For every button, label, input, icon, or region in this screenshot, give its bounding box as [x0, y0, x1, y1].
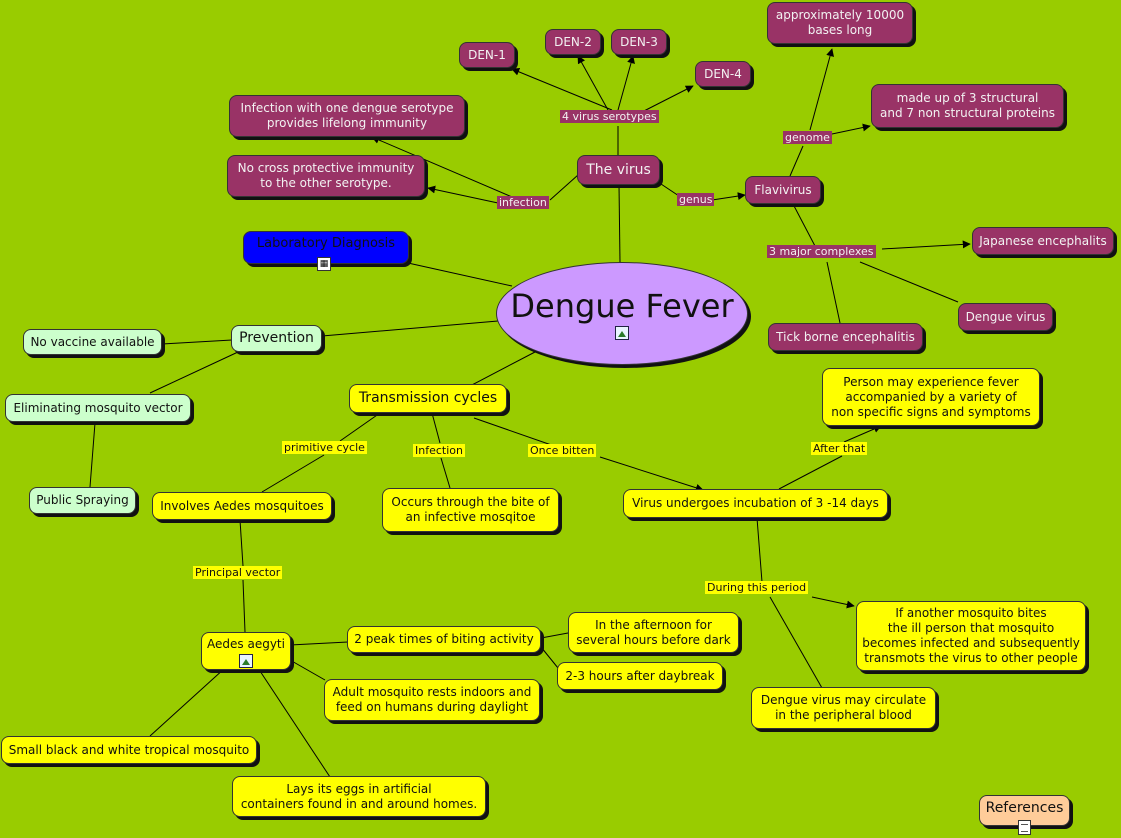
link-label-once-bitten: Once bitten [528, 444, 597, 457]
node-afternoon[interactable]: In the afternoon for several hours befor… [568, 612, 739, 653]
node-public-spraying[interactable]: Public Spraying [29, 487, 136, 514]
node-den-2[interactable]: DEN-2 [545, 29, 601, 55]
node-incubation[interactable]: Virus undergoes incubation of 3 -14 days [623, 489, 888, 518]
node-aedes-aegyti[interactable]: Aedes aegyti [201, 632, 291, 670]
node-circulate-blood[interactable]: Dengue virus may circulate in the periph… [751, 687, 936, 729]
node-dengue-virus[interactable]: Dengue virus [958, 303, 1053, 331]
node-another-mosquito[interactable]: If another mosquito bites the ill person… [856, 601, 1086, 671]
node-den-3[interactable]: DEN-3 [611, 29, 667, 55]
node-eliminating-vector[interactable]: Eliminating mosquito vector [5, 394, 191, 422]
link-label-infection-transmission: Infection [413, 444, 465, 457]
document-icon[interactable] [1018, 820, 1031, 835]
link-label-genome: genome [783, 131, 832, 144]
node-person-fever[interactable]: Person may experience fever accompanied … [822, 368, 1040, 426]
node-lays-eggs[interactable]: Lays its eggs in artificial containers f… [232, 776, 486, 817]
link-label-infection: infection [497, 196, 549, 209]
node-proteins[interactable]: made up of 3 structural and 7 non struct… [871, 84, 1064, 128]
node-prevention[interactable]: Prevention [231, 325, 322, 352]
node-involves-aedes[interactable]: Involves Aedes mosquitoes [152, 492, 332, 520]
link-label-principal-vector: Principal vector [193, 566, 283, 579]
node-small-black-white[interactable]: Small black and white tropical mosquito [1, 736, 257, 764]
node-lifelong-immunity[interactable]: Infection with one dengue serotype provi… [229, 95, 465, 137]
tree-icon[interactable]: ▦ [317, 257, 331, 271]
central-topic-dengue-fever[interactable]: Dengue Fever [496, 262, 748, 365]
node-transmission-cycles[interactable]: Transmission cycles [349, 384, 507, 413]
link-label-primitive-cycle: primitive cycle [282, 441, 367, 454]
node-rests-indoors[interactable]: Adult mosquito rests indoors and feed on… [324, 679, 540, 721]
link-label-after-that: After that [811, 442, 868, 455]
image-icon[interactable] [239, 654, 253, 668]
node-den-1[interactable]: DEN-1 [459, 42, 515, 68]
link-label-serotypes: 4 virus serotypes [560, 110, 659, 123]
node-the-virus[interactable]: The virus [577, 155, 660, 185]
node-no-vaccine[interactable]: No vaccine available [23, 329, 162, 355]
node-tick-borne[interactable]: Tick borne encephalitis [768, 323, 923, 351]
node-peak-times[interactable]: 2 peak times of biting activity [347, 626, 541, 653]
link-label-during-period: During this period [705, 581, 809, 594]
node-no-cross-immunity[interactable]: No cross protective immunity to the othe… [227, 155, 425, 197]
link-label-complexes: 3 major complexes [767, 245, 876, 258]
central-topic-title: Dengue Fever [510, 286, 734, 325]
node-daybreak[interactable]: 2-3 hours after daybreak [557, 662, 723, 690]
node-japanese-encephalitis[interactable]: Japanese encephalits [972, 227, 1114, 255]
node-flavivirus[interactable]: Flavivirus [745, 176, 821, 204]
node-bases-long[interactable]: approximately 10000 bases long [767, 2, 913, 44]
node-occurs-bite[interactable]: Occurs through the bite of an infective … [382, 488, 559, 532]
image-icon[interactable] [615, 325, 629, 340]
node-den-4[interactable]: DEN-4 [695, 61, 751, 87]
link-label-genus: genus [677, 193, 715, 206]
